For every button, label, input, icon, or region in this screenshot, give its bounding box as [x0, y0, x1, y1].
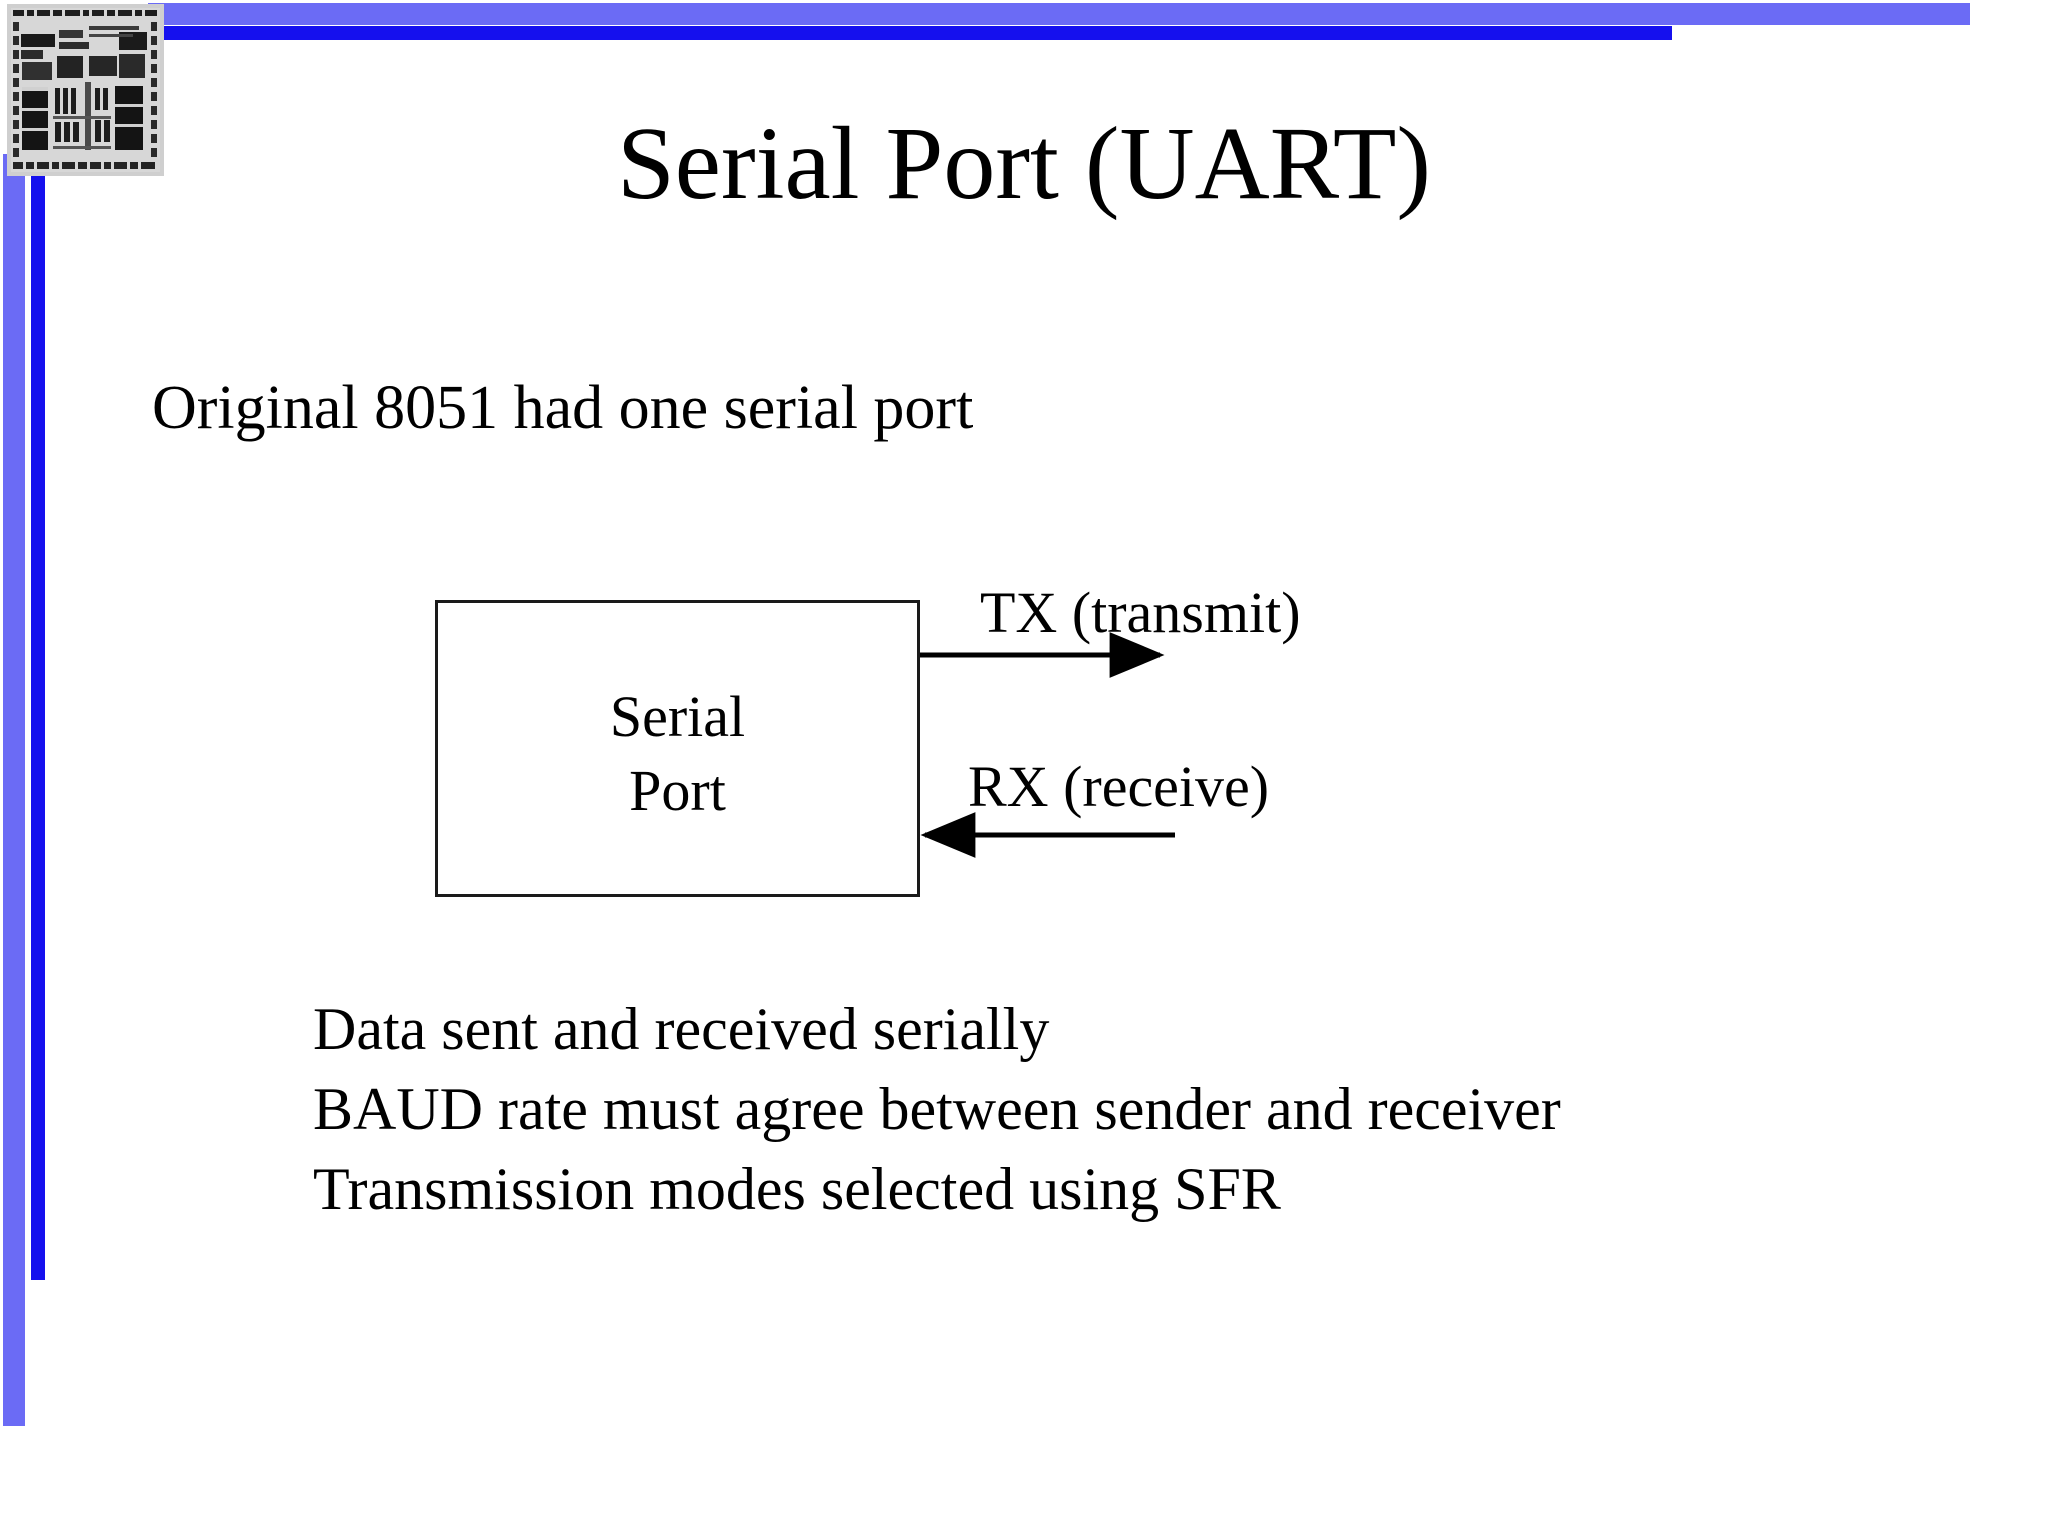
decor-dark-left-bar	[31, 145, 45, 1280]
note-line: Transmission modes selected using SFR	[313, 1155, 1281, 1222]
notes-block: Data sent and received serially BAUD rat…	[313, 990, 1561, 1229]
intro-text: Original 8051 had one serial port	[152, 374, 974, 442]
serial-port-label-line-1: Serial	[609, 684, 746, 749]
serial-port-label-line-2: Port	[629, 758, 726, 824]
tx-arrow-label: TX (transmit)	[980, 580, 1301, 645]
microcontroller-die-photo-icon	[7, 4, 164, 176]
decor-light-top-bar	[148, 3, 1970, 25]
serial-port-block	[435, 600, 920, 897]
note-line: Data sent and received serially	[313, 996, 1050, 1062]
decor-dark-top-bar	[136, 26, 1672, 40]
decor-light-left-bar	[3, 154, 25, 1426]
rx-arrow-label: RX (receive)	[968, 754, 1270, 819]
serial-port-block-label: Serial Port	[435, 680, 920, 828]
note-line: BAUD rate must agree between sender and …	[313, 1075, 1561, 1142]
slide-title: Serial Port (UART)	[616, 106, 1432, 221]
